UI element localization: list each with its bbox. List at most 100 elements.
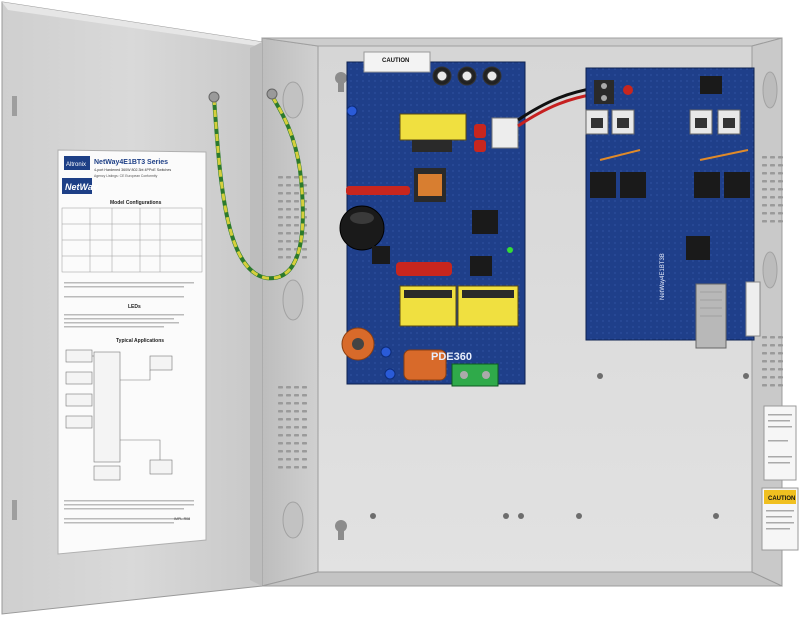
vent-slot xyxy=(770,212,775,215)
vent-slot xyxy=(278,402,283,405)
vent-slot xyxy=(286,386,291,389)
vent-slot xyxy=(770,360,775,363)
vent-slot xyxy=(770,172,775,175)
vent-slot xyxy=(778,172,783,175)
vent-slot xyxy=(762,156,767,159)
vent-slot xyxy=(762,336,767,339)
door-label-listing: Agency Listings: CE European Conformity xyxy=(94,174,158,178)
vent-slot xyxy=(294,458,299,461)
poe-switch-board: NetWay4E1BT3B xyxy=(585,67,761,349)
vent-slot xyxy=(278,386,283,389)
vent-slot xyxy=(302,442,307,445)
vent-slot xyxy=(302,386,307,389)
vent-slot xyxy=(286,442,291,445)
vent-slot xyxy=(762,368,767,371)
vent-slot xyxy=(302,176,307,179)
vent-grid-flange xyxy=(278,176,307,469)
vent-slot xyxy=(278,184,283,187)
vent-slot xyxy=(278,434,283,437)
vent-slot xyxy=(294,176,299,179)
power-supply-board: CAUTION xyxy=(339,51,526,387)
vent-slot xyxy=(770,196,775,199)
vent-slot xyxy=(294,192,299,195)
vent-slot xyxy=(770,156,775,159)
vent-slot xyxy=(770,344,775,347)
vent-slot xyxy=(778,164,783,167)
vent-slot xyxy=(778,204,783,207)
vent-slot xyxy=(770,384,775,387)
vent-slot xyxy=(286,240,291,243)
vent-slot xyxy=(286,248,291,251)
vent-slot xyxy=(302,240,307,243)
vent-slot xyxy=(286,256,291,259)
part-number: IMPL-R08 xyxy=(174,517,190,521)
vent-slot xyxy=(770,352,775,355)
transformer-top xyxy=(399,113,467,141)
vent-slot xyxy=(294,466,299,469)
vent-slot xyxy=(302,410,307,413)
vent-slot xyxy=(294,394,299,397)
vent-slot xyxy=(778,376,783,379)
vent-slot xyxy=(294,410,299,413)
vent-slot xyxy=(762,188,767,191)
vent-slot xyxy=(302,418,307,421)
vent-slot xyxy=(286,410,291,413)
vent-slot xyxy=(302,450,307,453)
vent-slot xyxy=(762,376,767,379)
vent-slot xyxy=(770,180,775,183)
vent-slot xyxy=(286,402,291,405)
vent-slot xyxy=(278,248,283,251)
vent-slot xyxy=(278,240,283,243)
vent-slot xyxy=(770,336,775,339)
side-label-group: CAUTION xyxy=(761,405,799,551)
vent-slot xyxy=(278,426,283,429)
power-connector xyxy=(491,117,519,149)
vent-slot xyxy=(762,352,767,355)
toroid-bottom xyxy=(403,349,447,381)
vent-slot xyxy=(762,384,767,387)
vent-slot xyxy=(302,458,307,461)
vent-slot xyxy=(286,394,291,397)
vent-slot xyxy=(278,200,283,203)
vent-slot xyxy=(278,394,283,397)
vent-slot xyxy=(778,344,783,347)
vent-slot xyxy=(294,208,299,211)
vent-slot xyxy=(762,204,767,207)
vent-slot xyxy=(278,232,283,235)
vent-slot xyxy=(294,450,299,453)
vent-slot xyxy=(286,434,291,437)
vent-slot xyxy=(278,418,283,421)
vent-slot xyxy=(778,188,783,191)
vent-slot xyxy=(278,176,283,179)
vent-slot xyxy=(278,458,283,461)
vent-slot xyxy=(278,450,283,453)
vent-slot xyxy=(294,216,299,219)
door-label-subtitle: 4-port Hardened 360W 802.3bt 4PPoE Switc… xyxy=(94,168,171,172)
vent-slot xyxy=(770,188,775,191)
vent-slot xyxy=(278,216,283,219)
ground-wire xyxy=(208,88,305,281)
vent-slot xyxy=(286,184,291,187)
vent-slot xyxy=(294,442,299,445)
vent-slot xyxy=(778,360,783,363)
vent-slot xyxy=(778,220,783,223)
vent-slot xyxy=(778,156,783,159)
ground-lug-body xyxy=(266,88,278,100)
vent-slot xyxy=(302,402,307,405)
vent-slot xyxy=(278,442,283,445)
vent-slot xyxy=(770,164,775,167)
vent-slot xyxy=(302,256,307,259)
vent-slot xyxy=(294,184,299,187)
power-board-caution: CAUTION xyxy=(382,58,409,64)
vent-slot xyxy=(294,232,299,235)
applications-heading: Typical Applications xyxy=(116,338,164,344)
vent-slot xyxy=(294,434,299,437)
vent-slot xyxy=(294,426,299,429)
switch-board-model: NetWay4E1BT3B xyxy=(660,253,666,300)
vent-slot xyxy=(286,232,291,235)
vent-slot xyxy=(286,466,291,469)
vent-slot xyxy=(286,450,291,453)
vent-slot xyxy=(770,368,775,371)
vent-slot xyxy=(286,458,291,461)
vent-slot xyxy=(762,212,767,215)
